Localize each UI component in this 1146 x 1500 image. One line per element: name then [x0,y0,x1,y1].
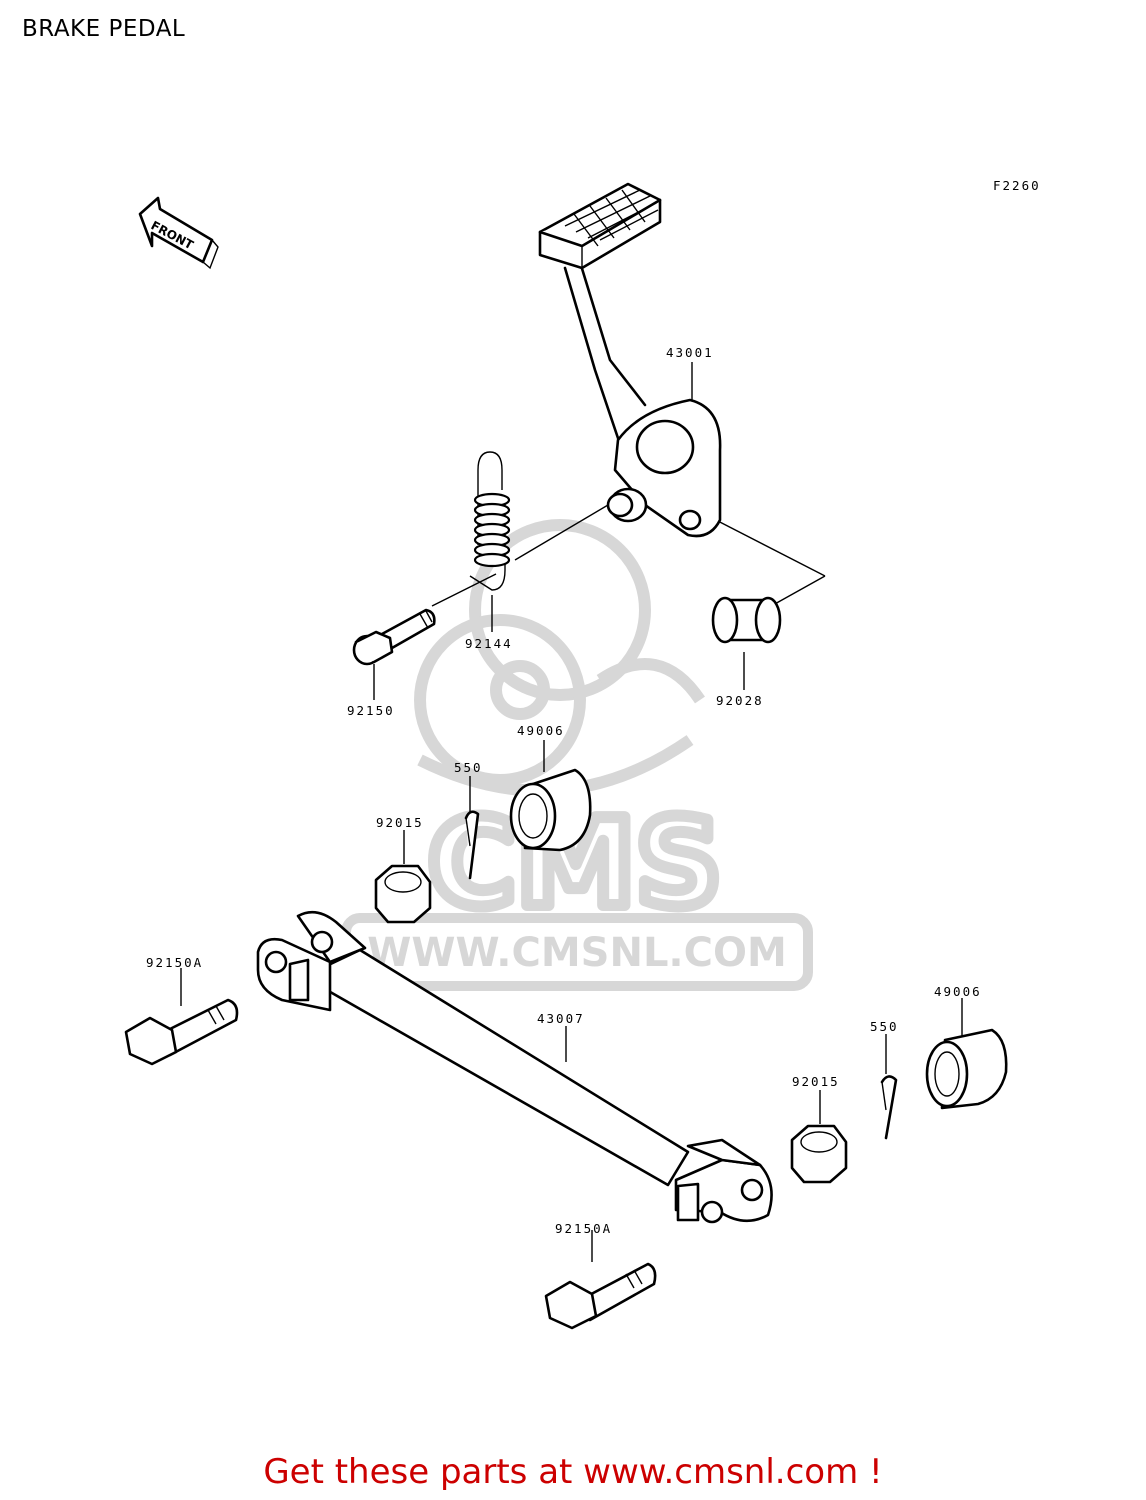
part-cotter-pin-top [464,810,480,880]
label-550-top: 550 [454,760,483,775]
part-brake-pedal [538,182,722,538]
part-joint-top [509,768,592,852]
front-arrow-icon [138,196,214,264]
label-92144: 92144 [465,636,513,651]
front-arrow-shadow [202,239,219,270]
part-nut-top [374,864,432,924]
part-brake-rod [256,910,773,1224]
label-92150A-bottom: 92150A [555,1221,612,1236]
label-92015-top: 92015 [376,815,424,830]
part-pivot-bolt [352,608,436,666]
label-92150A-left: 92150A [146,955,203,970]
part-return-spring [469,451,511,591]
label-92015-right: 92015 [792,1074,840,1089]
watermark-mascot [414,519,705,797]
part-clevis-bolt-bottom [544,1262,657,1330]
part-pedal-bushing [711,596,782,644]
label-550-right: 550 [870,1019,899,1034]
figure-code: F2260 [993,178,1041,193]
label-92028: 92028 [716,693,764,708]
part-labels: 43001 92144 92150 92028 49006 550 92015 … [146,345,982,1236]
label-49006-top: 49006 [517,723,565,738]
label-43007: 43007 [537,1011,585,1026]
part-nut-right [790,1124,848,1184]
label-49006-right: 49006 [934,984,982,999]
footer-link[interactable]: Get these parts at www.cmsnl.com ! [263,1452,883,1492]
watermark-url: WWW.CMSNL.COM [367,930,787,976]
label-92150: 92150 [347,703,395,718]
label-43001: 43001 [666,345,714,360]
part-cotter-pin-right [880,1075,898,1140]
part-clevis-bolt-left [124,998,239,1066]
page-title: BRAKE PEDAL [22,16,186,42]
front-arrow: FRONT [138,196,219,270]
part-joint-right [925,1028,1008,1110]
